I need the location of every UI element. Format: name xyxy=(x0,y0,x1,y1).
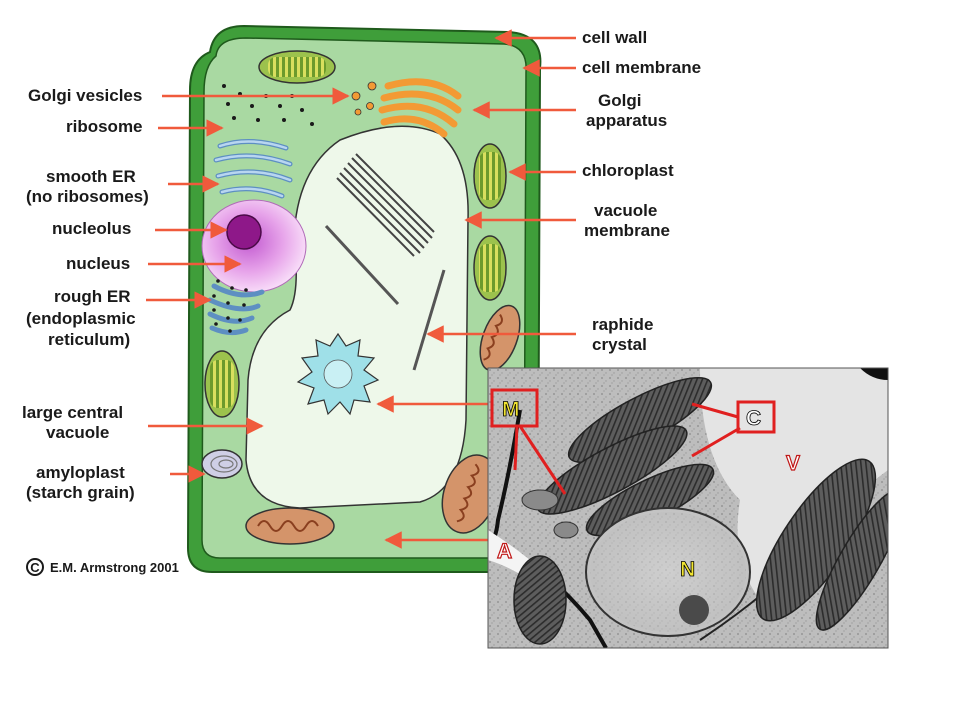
label-crystal: crystal xyxy=(592,335,647,354)
label-nucleus: nucleus xyxy=(66,254,130,273)
label-cell-membrane: cell membrane xyxy=(582,58,701,77)
label-starch-grain: (starch grain) xyxy=(26,483,135,502)
raphide-crystal-bundle xyxy=(336,153,435,257)
label-v: V xyxy=(786,452,800,475)
label-smooth-er: smooth ER xyxy=(46,167,136,186)
label-rough-er: rough ER xyxy=(54,287,131,306)
label-large-central: large central xyxy=(22,403,123,422)
label-chloroplast: chloroplast xyxy=(582,161,674,180)
left-label-text: Golgi vesicles ribosome smooth ER (no ri… xyxy=(22,86,149,502)
label-vacuole-word: vacuole xyxy=(594,201,657,220)
raphide-crystal-2 xyxy=(412,269,446,371)
label-membrane: membrane xyxy=(584,221,670,240)
label-apparatus: apparatus xyxy=(586,111,667,130)
em-chloroplast-6 xyxy=(513,555,567,645)
copyright-symbol: C xyxy=(30,560,40,575)
pointer-m-1 xyxy=(518,425,567,495)
label-golgi-vesicles: Golgi vesicles xyxy=(28,86,142,105)
label-ribosome: ribosome xyxy=(66,117,143,136)
em-mitochondrion xyxy=(521,489,559,511)
chloroplast-right-1 xyxy=(473,143,507,209)
label-amyloplast: amyloplast xyxy=(36,463,125,482)
right-arrows xyxy=(376,29,576,549)
label-golgi: Golgi xyxy=(598,91,641,110)
em-chloroplast-5 xyxy=(815,489,888,631)
plant-cell-diagram: C E.M. Armstrong 2001 xyxy=(26,24,542,576)
smooth-er-inner xyxy=(214,140,292,198)
rough-er-ribosomes xyxy=(212,279,248,333)
em-annotations: M C V A N xyxy=(490,388,801,581)
golgi-vesicles xyxy=(351,81,377,116)
pointer-c-2 xyxy=(691,426,741,458)
mitochondrion-bottom-right xyxy=(441,454,499,534)
amyloplast xyxy=(201,449,243,479)
label-cell-wall: cell wall xyxy=(582,28,647,47)
left-labels xyxy=(146,87,350,483)
label-n: N xyxy=(680,558,695,581)
em-vacuole xyxy=(700,368,888,600)
electron-micrograph xyxy=(488,368,888,648)
label-a: A xyxy=(497,540,512,563)
pointer-c-1 xyxy=(691,402,739,419)
copyright-icon xyxy=(26,558,44,576)
mitochondrion-bottom xyxy=(245,507,335,545)
label-rough-er-note-2: reticulum) xyxy=(48,330,130,349)
right-label-text: cell wall cell membrane Golgi apparatus … xyxy=(582,28,701,354)
golgi-apparatus xyxy=(378,78,462,138)
chloroplast-top xyxy=(258,50,336,84)
label-rough-er-note-1: (endoplasmic xyxy=(26,309,136,328)
box-m xyxy=(490,388,539,428)
label-nucleolus: nucleolus xyxy=(52,219,131,238)
label-vacuole: vacuole xyxy=(46,423,109,442)
label-raphide: raphide xyxy=(592,315,653,334)
copyright-text: E.M. Armstrong 2001 xyxy=(50,560,179,575)
chloroplast-right-2 xyxy=(473,235,507,301)
nucleolus xyxy=(226,214,262,250)
em-nucleolus xyxy=(679,595,709,625)
pointer-m-2 xyxy=(513,425,519,471)
raphide-crystal-1 xyxy=(324,224,400,306)
label-m: M xyxy=(502,398,520,421)
label-c: C xyxy=(746,407,761,430)
druse-crystal xyxy=(296,332,380,416)
label-smooth-er-note: (no ribosomes) xyxy=(26,187,149,206)
chloroplast-left xyxy=(204,350,240,418)
